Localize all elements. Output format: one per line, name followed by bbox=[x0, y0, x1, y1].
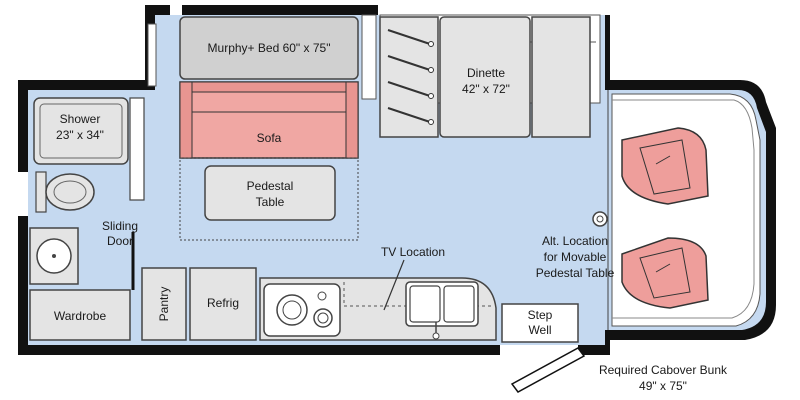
tv-location: TV Location bbox=[381, 245, 445, 311]
pedestal-table-label-line2: Table bbox=[256, 195, 285, 209]
cabover-label-line2: 49" x 75" bbox=[639, 379, 687, 393]
refrigerator: Refrig bbox=[189, 267, 257, 341]
bathroom-sink bbox=[29, 227, 79, 285]
overhead-cabinet bbox=[147, 23, 157, 87]
step-well: Step Well bbox=[501, 303, 579, 343]
entry-door bbox=[510, 347, 586, 393]
refrig-label: Refrig bbox=[207, 296, 239, 310]
sliding-door-label-line1: Sliding bbox=[102, 219, 138, 233]
sofa-label: Sofa bbox=[257, 131, 282, 145]
pedestal-table-label-line1: Pedestal bbox=[247, 179, 294, 193]
wardrobe-label: Wardrobe bbox=[54, 309, 107, 323]
step-well-label-line2: Well bbox=[528, 323, 551, 337]
murphy-bed: Murphy+ Bed 60" x 75" bbox=[179, 16, 359, 80]
sliding-door: Sliding Door bbox=[102, 219, 138, 290]
alt-location-label-line3: Pedestal Table bbox=[536, 266, 615, 280]
cabover-bunk-note: Required Cabover Bunk 49" x 75" bbox=[599, 363, 728, 393]
shower-size-label: 23" x 34" bbox=[56, 128, 104, 142]
wall-openings bbox=[18, 5, 610, 355]
bed-slideout-panel bbox=[361, 14, 377, 100]
bathroom-wall bbox=[129, 97, 145, 201]
shower: Shower 23" x 34" bbox=[33, 97, 129, 165]
pedestal-table: Pedestal Table bbox=[204, 165, 336, 221]
alt-location-label-line2: for Movable bbox=[544, 250, 607, 264]
driver-seat bbox=[621, 127, 709, 205]
pantry: Pantry bbox=[141, 267, 187, 341]
wardrobe: Wardrobe bbox=[29, 289, 131, 341]
kitchen-sink bbox=[405, 281, 479, 340]
murphy-bed-label: Murphy+ Bed 60" x 75" bbox=[208, 41, 331, 55]
cabover-label-line1: Required Cabover Bunk bbox=[599, 363, 728, 377]
dinette: Dinette 42" x 72" bbox=[379, 14, 601, 138]
pantry-label: Pantry bbox=[157, 287, 171, 322]
toilet bbox=[35, 171, 95, 213]
passenger-seat bbox=[621, 237, 709, 309]
sofa: Sofa bbox=[179, 81, 359, 159]
alt-location-label-line1: Alt. Location bbox=[542, 234, 608, 248]
shower-label: Shower bbox=[60, 112, 101, 126]
dinette-size-label: 42" x 72" bbox=[462, 82, 510, 96]
cooktop bbox=[263, 283, 341, 337]
tv-location-label: TV Location bbox=[381, 245, 445, 259]
dinette-label: Dinette bbox=[467, 66, 505, 80]
alt-pedestal-table: Alt. Location for Movable Pedestal Table bbox=[536, 211, 615, 280]
pedestal-table-area bbox=[179, 157, 359, 241]
step-well-label-line1: Step bbox=[528, 308, 553, 322]
sliding-door-label-line2: Door bbox=[107, 234, 133, 248]
